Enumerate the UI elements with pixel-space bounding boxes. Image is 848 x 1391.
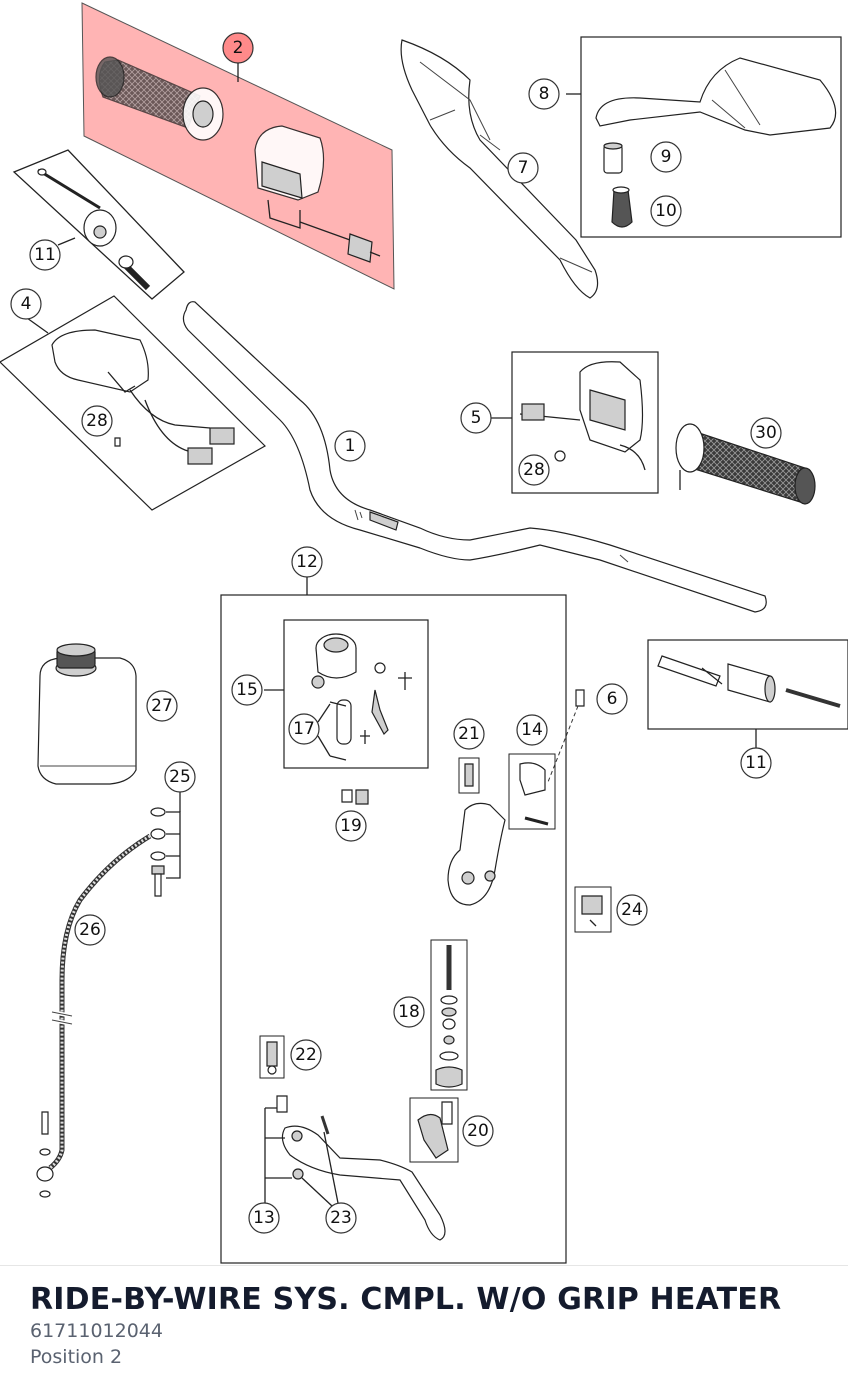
item-26-brake-line: 26 [36, 833, 152, 1198]
callout-label-4: 4 [21, 294, 32, 314]
part-title: RIDE-BY-WIRE SYS. CMPL. W/O GRIP HEATER [30, 1282, 782, 1317]
callout-label-21: 21 [458, 724, 480, 744]
item-8-hand-guard-box: 8 9 10 [528, 36, 842, 238]
callout-label-22: 22 [295, 1045, 317, 1065]
callout-label-12: 12 [296, 552, 318, 572]
callout-label-13: 13 [253, 1208, 275, 1228]
callout-label-8: 8 [539, 84, 550, 104]
callout-label-9: 9 [661, 147, 672, 167]
callout-label-5: 5 [471, 408, 482, 428]
callout-label-28-right: 28 [523, 460, 545, 480]
callout-label-14: 14 [521, 720, 543, 740]
item-11-bar-end-kit-top: 11 [12, 149, 185, 300]
callout-label-26: 26 [79, 920, 101, 940]
item-12-master-cylinder-box: 12 15 17 19 21 14 [220, 546, 567, 1264]
callout-label-23: 23 [330, 1208, 352, 1228]
highlight-panel [81, 2, 395, 290]
item-6-bleed-screw: 6 [547, 683, 628, 783]
callout-label-17: 17 [293, 719, 315, 739]
callout-label-1: 1 [345, 436, 356, 456]
callout-label-7: 7 [518, 158, 529, 178]
item-27-brake-fluid-bottle: 27 [37, 643, 178, 785]
item-30-grip: 30 [675, 417, 816, 505]
callout-label-2: 2 [233, 38, 244, 58]
item-24-switch: 24 [574, 886, 648, 933]
callout-label-24: 24 [621, 900, 643, 920]
item-4-switch-box: 4 28 [0, 288, 266, 511]
callout-label-27: 27 [151, 696, 173, 716]
part-position: Position 2 [30, 1346, 123, 1368]
callout-label-25: 25 [169, 767, 191, 787]
callout-label-15: 15 [236, 680, 258, 700]
throttle-grip-drawing [95, 56, 224, 141]
item-11-bar-end-kit-right: 11 [647, 639, 848, 779]
item-2-highlight[interactable]: 2 [81, 2, 395, 290]
switch-housing-drawing [254, 125, 381, 263]
exploded-parts-diagram: 2 11 7 8 9 10 [0, 2, 848, 1264]
item-25-banjo-kit: 25 [150, 761, 196, 897]
callout-label-28-left: 28 [86, 411, 108, 431]
part-info-panel: RIDE-BY-WIRE SYS. CMPL. W/O GRIP HEATER … [0, 1265, 848, 1391]
item-1-handlebar: 1 [182, 301, 767, 613]
callout-label-11-top: 11 [34, 245, 56, 265]
callout-label-10: 10 [655, 201, 677, 221]
callout-label-19: 19 [340, 816, 362, 836]
callout-label-18: 18 [398, 1002, 420, 1022]
part-number: 61711012044 [30, 1320, 163, 1342]
item-5-switch-box: 5 28 [460, 351, 659, 494]
callout-label-20: 20 [467, 1121, 489, 1141]
callout-label-6: 6 [607, 689, 618, 709]
callout-label-30: 30 [755, 423, 777, 443]
item-7-lever-guard: 7 [400, 39, 599, 299]
callout-label-11-right: 11 [745, 753, 767, 773]
